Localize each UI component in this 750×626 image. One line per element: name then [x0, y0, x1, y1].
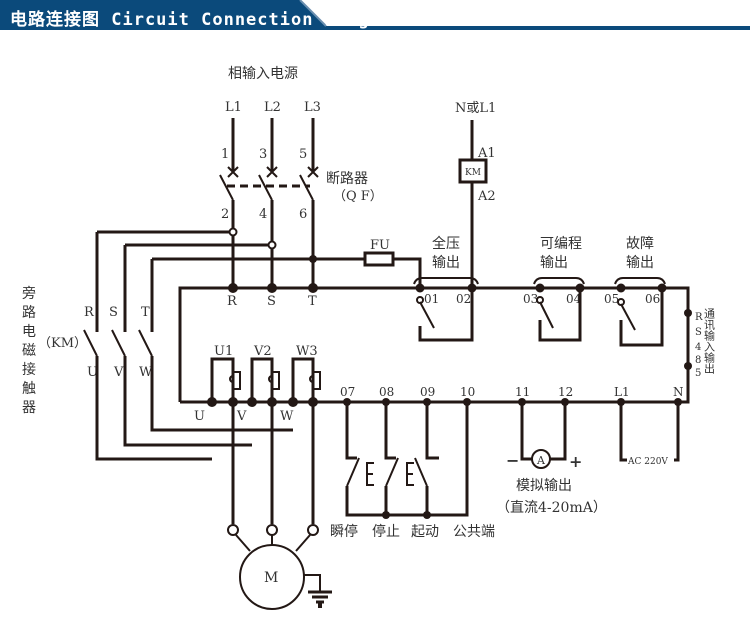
svg-text:S: S: [109, 305, 118, 320]
svg-text:1: 1: [221, 147, 229, 162]
svg-text:−: −: [506, 451, 519, 470]
svg-text:旁: 旁: [22, 285, 36, 302]
svg-text:输出: 输出: [626, 255, 654, 271]
svg-text:U: U: [194, 409, 205, 424]
svg-text:4: 4: [695, 342, 701, 353]
svg-text:M: M: [264, 570, 278, 586]
svg-text:04: 04: [566, 292, 582, 306]
svg-text:全压: 全压: [432, 235, 460, 252]
svg-text:5: 5: [299, 147, 307, 162]
svg-text:AC 220V: AC 220V: [627, 457, 668, 467]
svg-text:停止: 停止: [372, 523, 400, 540]
svg-text:01: 01: [424, 292, 439, 306]
svg-text:4: 4: [259, 207, 267, 222]
svg-text:断路器: 断路器: [326, 171, 368, 187]
svg-text:07: 07: [340, 385, 355, 399]
output-programmable: 可编程 输出 03 04: [523, 236, 585, 342]
svg-text:L2: L2: [264, 100, 281, 115]
output-full-voltage: 全压 输出 01 02: [413, 235, 479, 342]
svg-text:W: W: [280, 409, 294, 424]
svg-text:模拟输出: 模拟输出: [516, 478, 572, 494]
svg-text:（KM）: （KM）: [38, 336, 87, 351]
svg-text:3: 3: [259, 147, 267, 162]
motor: M: [227, 402, 332, 610]
svg-text:公共端: 公共端: [453, 524, 495, 540]
svg-text:通讯输入输出: 通讯输入输出: [703, 308, 716, 374]
svg-text:S: S: [267, 294, 276, 309]
svg-text:触: 触: [22, 381, 36, 397]
svg-text:N或L1: N或L1: [455, 101, 496, 116]
svg-text:2: 2: [221, 207, 229, 222]
svg-text:02: 02: [456, 292, 471, 306]
svg-text:V: V: [113, 365, 124, 380]
svg-text:03: 03: [523, 292, 538, 306]
svg-text:5: 5: [695, 368, 701, 379]
svg-text:V2: V2: [253, 344, 272, 359]
svg-text:R: R: [227, 294, 238, 309]
svg-text:09: 09: [420, 385, 435, 399]
svg-text:N: N: [673, 385, 684, 399]
header-bar: 电路连接图 Circuit Connection Diagram: [0, 0, 750, 34]
rs485-port[interactable]: R S 4 8 5 通讯输入输出: [684, 308, 716, 379]
svg-text:（Q F）: （Q F）: [333, 189, 383, 204]
page-title: 电路连接图 Circuit Connection Diagram: [10, 10, 404, 30]
svg-text:L1: L1: [614, 385, 630, 399]
svg-text:A2: A2: [477, 189, 496, 204]
svg-text:11: 11: [515, 385, 530, 399]
internal-bypass: U1 V2 W3 U V W: [180, 344, 688, 424]
svg-text:FU: FU: [370, 238, 390, 253]
output-fault: 故障 输出 05 06: [604, 236, 667, 347]
svg-text:05: 05: [604, 292, 619, 306]
svg-text:A1: A1: [477, 146, 496, 161]
svg-text:电: 电: [22, 324, 36, 340]
svg-text:+: +: [569, 452, 582, 471]
svg-text:V: V: [236, 409, 247, 424]
svg-text:8: 8: [695, 355, 701, 366]
svg-text:T: T: [141, 305, 150, 320]
svg-text:12: 12: [558, 385, 573, 399]
svg-text:08: 08: [379, 385, 394, 399]
bypass-contactor: 旁 路 电 磁 接 触 器 （KM） R S T U V W: [22, 232, 293, 461]
svg-text:U: U: [87, 365, 98, 380]
ground-icon: [308, 590, 332, 608]
svg-text:L1: L1: [225, 100, 242, 115]
svg-text:瞬停: 瞬停: [330, 523, 358, 540]
km-coil: N或L1 KM A1 A2: [455, 101, 496, 288]
svg-text:磁: 磁: [22, 343, 36, 359]
svg-text:T: T: [308, 294, 317, 309]
header-background: [0, 0, 326, 26]
svg-text:接: 接: [22, 361, 36, 378]
svg-text:路: 路: [22, 305, 36, 321]
svg-text:（直流4-20mA）: （直流4-20mA）: [496, 499, 607, 516]
ac-supply: AC 220V: [619, 402, 680, 467]
svg-text:10: 10: [460, 385, 475, 399]
control-switches: 瞬停 停止 起动 公共端: [330, 402, 495, 540]
svg-text:KM: KM: [465, 168, 481, 178]
svg-text:R: R: [84, 305, 95, 320]
svg-text:06: 06: [645, 292, 660, 306]
svg-text:输出: 输出: [432, 255, 460, 271]
svg-text:6: 6: [299, 207, 307, 222]
svg-text:器: 器: [22, 400, 36, 416]
svg-text:W: W: [139, 365, 153, 380]
svg-text:可编程: 可编程: [540, 236, 582, 252]
fuse-fu: FU: [363, 238, 395, 267]
header-rule: [0, 26, 750, 30]
svg-text:A: A: [536, 454, 546, 467]
svg-text:W3: W3: [296, 344, 318, 359]
ammeter-icon: [531, 449, 551, 469]
power-title: 相输入电源: [228, 66, 298, 82]
analog-output: A − + 模拟输出 （直流4-20mA）: [496, 402, 607, 516]
breaker-qf: L1 L2 L3 1 3 5 2 4 6 断路器 （Q F）: [219, 100, 383, 290]
svg-text:R: R: [695, 312, 703, 323]
svg-text:输出: 输出: [540, 255, 568, 271]
svg-text:起动: 起动: [411, 524, 439, 540]
svg-text:U1: U1: [214, 344, 233, 359]
svg-text:故障: 故障: [626, 236, 654, 252]
svg-text:S: S: [695, 327, 702, 338]
svg-text:L3: L3: [304, 100, 321, 115]
